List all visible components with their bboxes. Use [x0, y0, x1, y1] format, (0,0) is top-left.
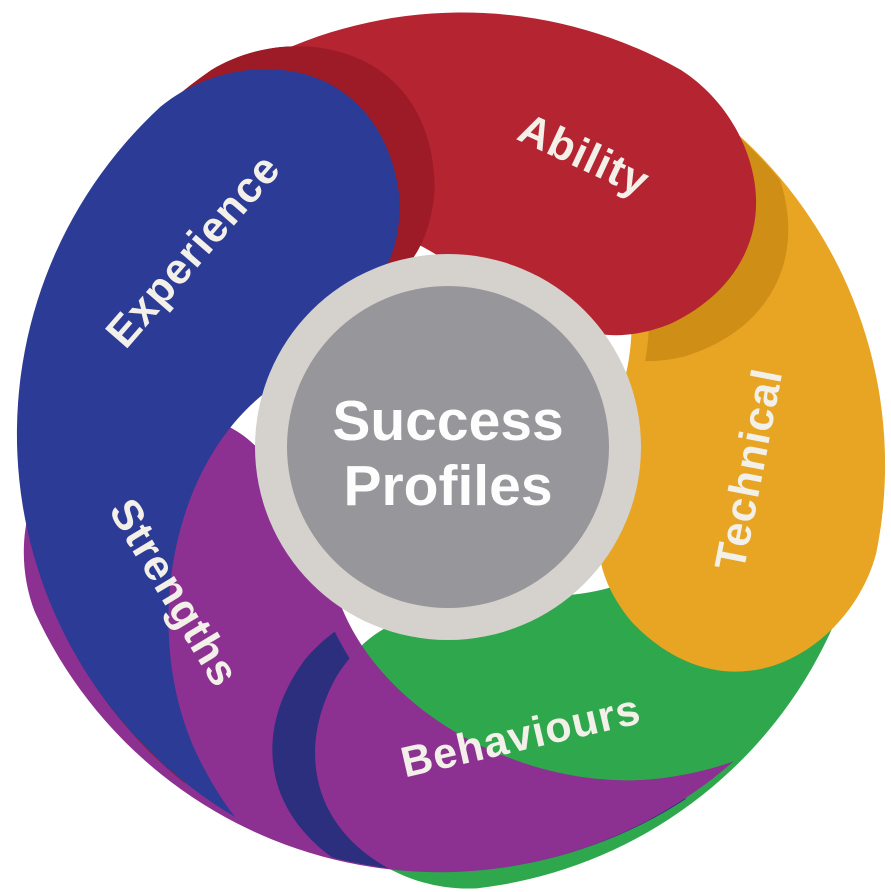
center-title-line2: Profiles — [343, 454, 552, 518]
center-circle — [287, 286, 609, 608]
center-title-line1: Success — [332, 389, 563, 453]
